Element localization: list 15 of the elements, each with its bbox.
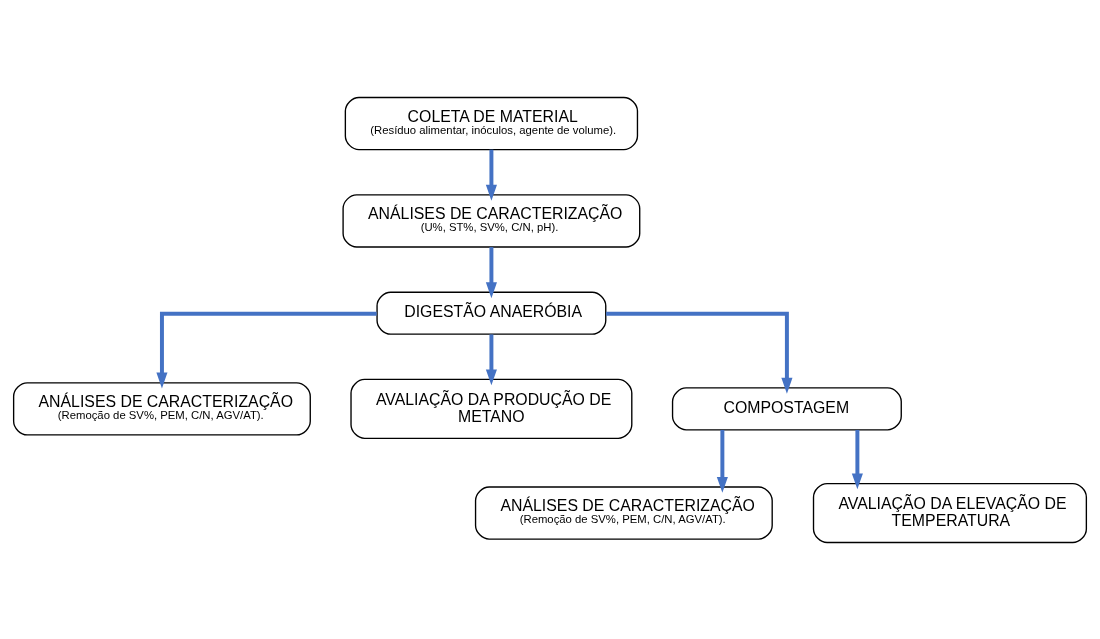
- node-box: AVALIAÇÃO DA ELEVAÇÃO DE TEMPERATURA: [812, 482, 1088, 543]
- arrow: [156, 311, 377, 388]
- arrow: [716, 429, 728, 493]
- node-box: ANÁLISES DE CARACTERIZAÇÃO (Remoção de SV%, PEM, C/N, AGV/AT).: [474, 485, 773, 540]
- arrow: [485, 333, 497, 385]
- arrow: [485, 149, 497, 201]
- node-box: ANÁLISES DE CARACTERIZAÇÃO (Remoção de SV%, PEM, C/N, AGV/AT).: [12, 381, 311, 436]
- node-box: DIGESTÃO ANAERÓBIA: [376, 291, 607, 335]
- node-box: ANÁLISES DE CARACTERIZAÇÃO (U%, ST%, SV%, C/N, pH).: [342, 193, 641, 248]
- arrow: [606, 311, 793, 394]
- node-box: COLETA DE MATERIAL (Resíduo alimentar, inóculos, agente de volume).: [344, 96, 639, 150]
- arrow: [851, 429, 863, 489]
- node-box: AVALIAÇÃO DA PRODUÇÃO DE METANO: [350, 378, 633, 439]
- arrow: [485, 246, 497, 298]
- node-box: COMPOSTAGEM: [671, 386, 902, 430]
